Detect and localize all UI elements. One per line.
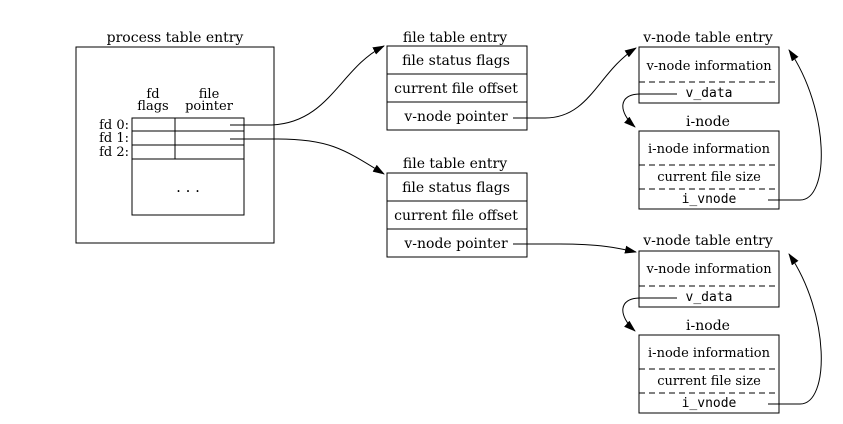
file-table-title: file table entry xyxy=(403,156,507,172)
vnode-information: v-node information xyxy=(645,59,772,74)
fd-row-label: fd 0: xyxy=(99,118,129,133)
fd-flags-header-line1: fd xyxy=(146,87,159,102)
arrow-i-vnode-to-vnode-1 xyxy=(768,49,822,201)
arrow-v-data-to-inode-2 xyxy=(622,297,677,332)
file-pointer-header-line1: file xyxy=(199,87,220,102)
process-table-frame xyxy=(75,46,275,244)
current-file-offset: current file offset xyxy=(394,81,518,97)
arrow-v-data-to-inode-1 xyxy=(622,93,677,128)
file-table-frame xyxy=(386,172,528,258)
file-table-entry-1: file table entry file status flags curre… xyxy=(386,30,528,131)
arrow-vnode-pointer-2 xyxy=(513,243,637,254)
arrow-vnode-pointer-1 xyxy=(513,47,637,119)
inode-frame xyxy=(638,334,780,414)
arrow-fd1-to-file-table-2 xyxy=(230,138,385,175)
file-pointer-header-line2: pointer xyxy=(185,99,234,114)
fd-flags-header-line2: flags xyxy=(137,99,168,114)
file-table-entry-2: file table entry file status flags curre… xyxy=(386,156,528,258)
vnode-table-frame xyxy=(638,250,780,308)
process-table: process table entry fd flags file pointe… xyxy=(75,30,275,244)
v-data-field: v_data xyxy=(686,290,733,305)
vnode-pointer: v-node pointer xyxy=(403,236,508,252)
inode-information: i-node information xyxy=(648,142,771,157)
fd-ellipsis: . . . xyxy=(176,178,200,196)
fd-row-label: fd 2: xyxy=(99,145,129,160)
vnode-table-title: v-node table entry xyxy=(642,30,773,46)
i-vnode-field: i_vnode xyxy=(682,396,737,411)
vnode-table-entry-1: v-node table entry v-node information v_… xyxy=(638,30,780,210)
current-file-size: current file size xyxy=(657,374,761,389)
fd-table xyxy=(131,117,245,216)
file-table-title: file table entry xyxy=(403,30,507,46)
vnode-table-title: v-node table entry xyxy=(642,233,773,249)
inode-frame xyxy=(638,130,780,210)
current-file-size: current file size xyxy=(657,170,761,185)
inode-title: i-node xyxy=(686,114,730,130)
vnode-table-entry-2: v-node table entry v-node information v_… xyxy=(638,233,780,414)
inode-information: i-node information xyxy=(648,346,771,361)
file-status-flags: file status flags xyxy=(402,180,510,196)
inode-title: i-node xyxy=(686,318,730,334)
file-table-frame xyxy=(386,45,528,131)
i-vnode-field: i_vnode xyxy=(682,192,737,207)
fd-row-label: fd 1: xyxy=(99,131,129,146)
current-file-offset: current file offset xyxy=(394,208,518,224)
arrow-i-vnode-to-vnode-2 xyxy=(768,253,822,405)
process-table-title: process table entry xyxy=(107,30,244,46)
vnode-table-frame xyxy=(638,46,780,104)
arrow-fd0-to-file-table-1 xyxy=(230,45,385,126)
v-data-field: v_data xyxy=(686,86,733,101)
vnode-pointer: v-node pointer xyxy=(403,109,508,125)
file-status-flags: file status flags xyxy=(402,53,510,69)
vnode-information: v-node information xyxy=(645,262,772,277)
